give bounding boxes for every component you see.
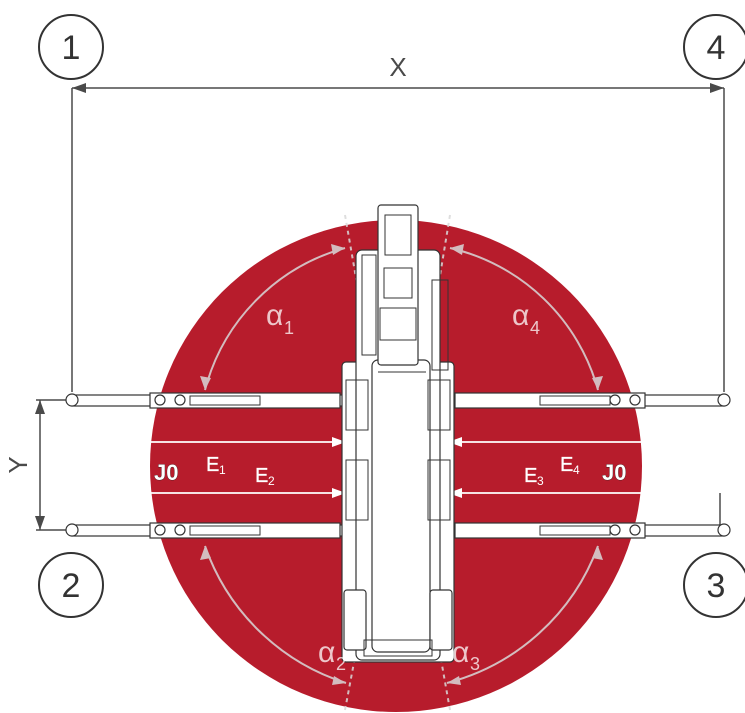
svg-text:2: 2 bbox=[62, 567, 81, 605]
y-dimension: Y bbox=[3, 399, 72, 531]
position-marker-4: 4 bbox=[683, 14, 745, 80]
svg-text:E: E bbox=[524, 465, 537, 487]
svg-text:4: 4 bbox=[530, 318, 540, 338]
angle-label-a4: α 4 bbox=[512, 299, 540, 338]
svg-text:1: 1 bbox=[284, 318, 294, 338]
svg-text:1: 1 bbox=[62, 29, 81, 67]
extension-label-left-j0: J0 bbox=[154, 460, 178, 485]
outrigger-rear-left bbox=[65, 522, 348, 539]
outrigger-front-left bbox=[65, 392, 348, 409]
svg-text:α: α bbox=[512, 299, 529, 332]
outrigger-front-right bbox=[447, 392, 731, 409]
svg-text:α: α bbox=[452, 636, 469, 669]
position-marker-2: 2 bbox=[38, 552, 104, 618]
svg-text:E: E bbox=[560, 454, 573, 476]
svg-text:3: 3 bbox=[470, 654, 480, 674]
angle-label-a2: α 2 bbox=[318, 636, 346, 674]
svg-text:1: 1 bbox=[219, 463, 226, 477]
svg-text:2: 2 bbox=[336, 654, 346, 674]
x-dimension: X bbox=[71, 52, 725, 392]
svg-text:4: 4 bbox=[573, 463, 580, 477]
svg-text:E: E bbox=[206, 454, 219, 476]
svg-text:α: α bbox=[266, 299, 283, 332]
x-label: X bbox=[389, 52, 406, 82]
svg-text:4: 4 bbox=[707, 29, 726, 67]
position-marker-3: 3 bbox=[683, 552, 745, 618]
angle-label-a1: α 1 bbox=[266, 299, 294, 338]
extension-label-e3: E 3 bbox=[524, 465, 544, 488]
extension-label-right-j0: J0 bbox=[602, 460, 626, 485]
svg-text:3: 3 bbox=[537, 474, 544, 488]
extension-dimensions bbox=[71, 400, 724, 530]
angle-label-a3: α 3 bbox=[452, 636, 480, 674]
svg-text:3: 3 bbox=[707, 567, 726, 605]
y-label: Y bbox=[3, 456, 33, 473]
extension-label-e2: E 2 bbox=[255, 465, 275, 488]
extension-label-e1: E 1 bbox=[206, 454, 226, 477]
extension-label-e4: E 4 bbox=[560, 454, 580, 477]
svg-text:2: 2 bbox=[268, 474, 275, 488]
position-marker-1: 1 bbox=[38, 14, 104, 80]
crane-body bbox=[341, 204, 455, 663]
svg-text:α: α bbox=[318, 636, 335, 669]
svg-text:E: E bbox=[255, 465, 268, 487]
outrigger-rear-right bbox=[447, 522, 731, 539]
